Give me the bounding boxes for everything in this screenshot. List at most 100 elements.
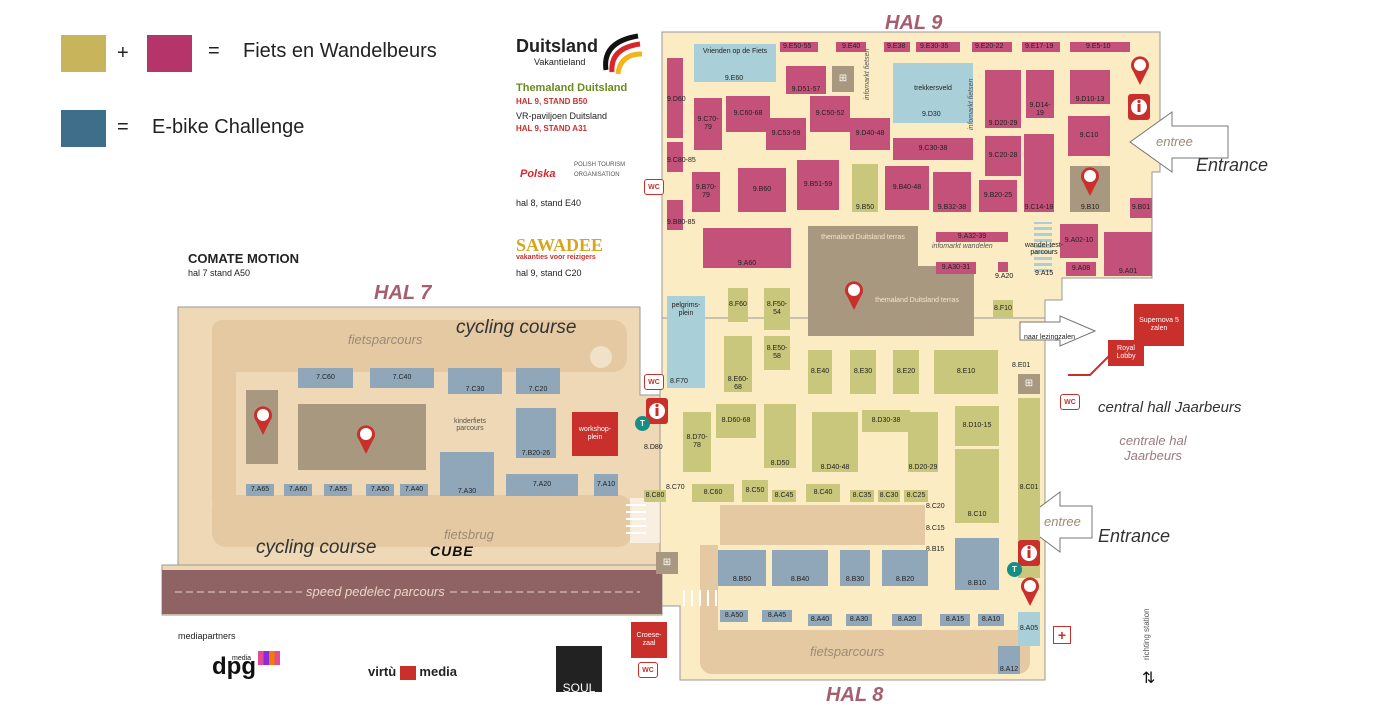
booth-8-c25[interactable]: 8.C25 [904,490,928,502]
booth-8-c60[interactable]: 8.C60 [692,484,734,502]
booth-8-c30[interactable]: 8.C30 [878,490,900,502]
booth-8-b50[interactable]: 8.B50 [718,550,766,586]
booth-7-a40[interactable]: 7.A40 [400,484,428,496]
booth-8-e60-68[interactable]: 8.E60-68 [724,336,752,392]
booth-8-e30[interactable]: 8.E30 [850,350,876,394]
booth-9-d10-13[interactable]: 9.D10-13 [1070,70,1110,104]
booth-9-a20[interactable] [998,262,1008,272]
workshopplein[interactable]: workshop-plein [572,412,618,456]
booth-8-c45[interactable]: 8.C45 [772,490,796,502]
booth-9-a60[interactable]: 9.A60 [703,228,791,268]
booth-8-d50[interactable]: 8.D50 [764,404,796,468]
trekkersveld[interactable]: trekkersveld [893,63,973,123]
booth-9-e17-19[interactable] [1022,42,1060,52]
info-pin-icon[interactable] [1018,540,1040,566]
booth-9-c80-85[interactable] [667,142,683,172]
booth-8-a15[interactable]: 8.A15 [940,614,970,626]
booth-9-e20-22[interactable] [972,42,1012,52]
booth-8-f50-54[interactable]: 8.F50-54 [764,288,790,330]
wandeltest-parcours[interactable] [1034,222,1052,272]
booth-8-a30[interactable]: 8.A30 [846,614,872,626]
booth-9-d51-57[interactable]: 9.D51-57 [786,66,826,94]
booth-8-d10-15[interactable]: 8.D10-15 [955,406,999,446]
booth-9-c60-68[interactable]: 9.C60-68 [726,96,770,132]
booth-vrienden-op-de-fiets[interactable]: Vrienden op de Fiets [694,44,776,82]
booth-8-b30[interactable]: 8.B30 [840,550,870,586]
info-pin-icon[interactable] [646,398,668,424]
booth-9-b50[interactable]: 9.B50 [852,164,878,212]
booth-8-b40[interactable]: 8.B40 [772,550,828,586]
booth-9-c14-18[interactable]: 9.C14-18 [1024,134,1054,212]
booth-8-a10[interactable]: 8.A10 [978,614,1004,626]
supernova[interactable]: Supernova 5 zalen [1134,304,1184,346]
booth-9-d60[interactable] [667,58,683,138]
booth-9-e5-10[interactable] [1070,42,1130,52]
info-pin-icon[interactable] [1128,94,1150,120]
booth-9-b32-38[interactable]: 9.B32-38 [933,172,971,212]
booth-7-a30[interactable]: 7.A30 [440,452,494,496]
booth-8-c80[interactable]: 8.C80 [644,490,666,502]
booth-8-a05[interactable]: 8.A05 [1018,612,1040,646]
booth-9-c53-59[interactable]: 9.C53-59 [766,118,806,150]
booth-9-d40-48[interactable]: 9.D40-48 [850,118,890,150]
booth-8-f60[interactable]: 8.F60 [728,288,748,322]
booth-9-b60[interactable]: 9.B60 [738,168,786,212]
booth-9-a01[interactable]: 9.A01 [1104,232,1152,276]
booth-8-e10[interactable]: 8.E10 [934,350,998,394]
booth-8-a50[interactable]: 8.A50 [720,610,748,622]
booth-9-b20-25[interactable]: 9.B20-25 [979,180,1017,212]
booth-7-a60[interactable]: 7.A60 [284,484,312,496]
booth-8-c50[interactable]: 8.C50 [742,480,768,502]
royal-lobby[interactable]: Royal Lobby [1108,340,1144,366]
booth-8-e20[interactable]: 8.E20 [893,350,919,394]
booth-7-a50[interactable]: 7.A50 [366,484,394,496]
booth-7-a55[interactable]: 7.A55 [324,484,352,496]
booth-8-b10[interactable]: 8.B10 [955,538,999,590]
booth-8-c40[interactable]: 8.C40 [806,484,840,502]
booth-9-a08[interactable]: 9.A08 [1066,262,1096,276]
booth-7-c30[interactable]: 7.C30 [448,368,502,394]
booth-8-d20-29[interactable]: 8.D20-29 [908,412,938,472]
booth-8-a45[interactable]: 8.A45 [762,610,792,622]
booth-8-c10[interactable]: 8.C10 [955,449,999,523]
booth-8-a20[interactable]: 8.A20 [892,614,922,626]
booth-9-a30-31[interactable]: 9.A30-31 [936,262,976,274]
themaland-terras-2[interactable]: themaland Duitsland terras [860,266,974,336]
booth-9-e60[interactable]: 9.E60 [724,75,744,82]
booth-8-d70-78[interactable]: 8.D70-78 [683,412,711,472]
booth-8-e50-58[interactable]: 8.E50-58 [764,336,790,370]
booth-8-d40-48[interactable]: 8.D40-48 [812,412,858,472]
booth-9-a32-39[interactable]: 9.A32-39 [936,232,1008,242]
booth-7-b20-26[interactable]: 7.B20-26 [516,408,556,458]
booth-7-a10[interactable]: 7.A10 [594,474,618,496]
booth-7-a65[interactable]: 7.A65 [246,484,274,496]
booth-7-c20[interactable]: 7.C20 [516,368,560,394]
booth-8-d60-68[interactable]: 8.D60-68 [716,404,756,438]
booth-9-b40-48[interactable]: 9.B40-48 [885,166,929,210]
booth-9-b01[interactable]: 9.B01 [1130,198,1152,218]
booth-9-c20-28[interactable]: 9.C20-28 [985,136,1021,176]
booth-9-d20-29[interactable]: 9.D20-29 [985,70,1021,128]
booth-9-d14-19[interactable]: 9.D14-19 [1026,70,1054,118]
booth-7-c60[interactable]: 7.C60 [298,368,353,388]
booth-9-c10[interactable]: 9.C10 [1068,116,1110,156]
booth-9-c50-52[interactable]: 9.C50-52 [810,96,850,132]
booth-9-c70-79[interactable]: 9.C70-79 [694,98,722,150]
booth-9-e30-35[interactable] [916,42,960,52]
booth-8-d30-38[interactable]: 8.D30-38 [862,410,910,432]
booth-7-c40[interactable]: 7.C40 [370,368,434,388]
booth-8-c35[interactable]: 8.C35 [850,490,874,502]
booth-9-e38[interactable] [884,42,910,52]
croesezaal[interactable]: Croese-zaal [631,622,667,658]
booth-8-a40[interactable]: 8.A40 [808,614,832,626]
booth-9-a02-10[interactable]: 9.A02-10 [1060,224,1098,258]
booth-8-a12[interactable]: 8.A12 [998,646,1020,674]
booth-8-c01[interactable]: 8.C01 [1018,398,1040,578]
booth-9-b51-59[interactable]: 9.B51-59 [797,160,839,210]
booth-8-b20[interactable]: 8.B20 [882,550,928,586]
booth-7-a20[interactable]: 7.A20 [506,474,578,496]
booth-9-c30-38[interactable]: 9.C30-38 [893,138,973,160]
booth-8-f10[interactable]: 8.F10 [993,300,1013,318]
booth-8-e40[interactable]: 8.E40 [808,350,832,394]
booth-9-b80-85[interactable] [667,200,683,230]
